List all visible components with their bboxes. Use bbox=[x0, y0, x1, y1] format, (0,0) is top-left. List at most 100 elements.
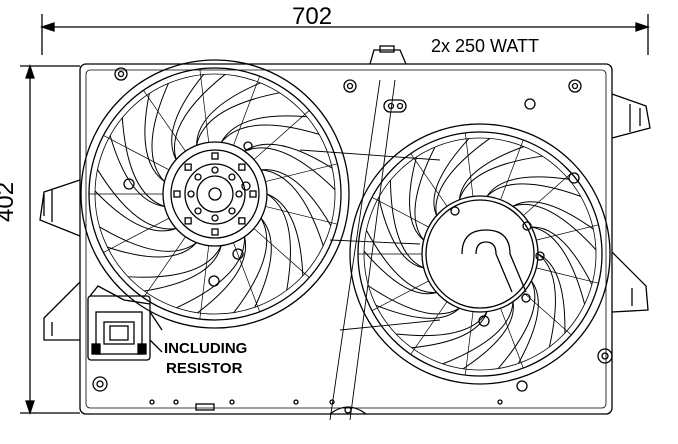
fan-blade-edge bbox=[174, 74, 226, 160]
fan-blade-edge bbox=[365, 230, 437, 293]
fan-blade bbox=[517, 280, 539, 364]
fan-blade-edge bbox=[531, 226, 586, 305]
fan-blade-edge bbox=[395, 311, 488, 337]
fan-strut bbox=[371, 280, 429, 312]
fan-blade-edge bbox=[261, 169, 324, 246]
fan-blade-edge bbox=[220, 124, 320, 143]
hub-tab bbox=[249, 190, 257, 198]
fan-strut bbox=[464, 132, 474, 197]
fan-strut bbox=[523, 292, 572, 336]
right-fan-blades bbox=[358, 132, 599, 376]
height-dimension-label: 402 bbox=[0, 181, 19, 222]
fan-blade bbox=[512, 201, 594, 230]
hub-hole bbox=[228, 173, 236, 181]
fan-blade bbox=[375, 304, 460, 319]
fan-blade-edge bbox=[458, 155, 543, 200]
fan-strut bbox=[371, 196, 429, 228]
hub-hole bbox=[228, 207, 236, 215]
fan-blade-edge bbox=[151, 83, 169, 182]
left-fan bbox=[80, 59, 350, 329]
resistor-label-line2: RESISTOR bbox=[166, 360, 243, 377]
fan-blade-edge bbox=[497, 280, 536, 369]
fan-blade-edge bbox=[266, 193, 291, 291]
hub-hole bbox=[187, 190, 195, 198]
fan-strut bbox=[103, 135, 170, 171]
fan-blade bbox=[244, 143, 333, 169]
fan-blade bbox=[486, 176, 569, 197]
right-fan bbox=[349, 123, 611, 385]
hub-tab bbox=[173, 190, 181, 198]
fan-blade-edge bbox=[442, 301, 514, 365]
fan-blade-edge bbox=[368, 285, 460, 315]
hub-tab bbox=[211, 152, 219, 160]
fan-blade bbox=[378, 197, 424, 269]
left-fan-blades bbox=[89, 68, 338, 320]
fan-blade bbox=[109, 135, 165, 207]
fan-strut bbox=[199, 245, 210, 320]
fan-blade-edge bbox=[512, 203, 597, 251]
fan-strut bbox=[233, 242, 261, 312]
fan-blade bbox=[254, 217, 272, 308]
resistor-connector bbox=[87, 285, 163, 361]
fan-blade-edge bbox=[196, 92, 280, 146]
hub-tab bbox=[238, 217, 246, 225]
hub-tab bbox=[211, 228, 219, 236]
fan-strut bbox=[233, 76, 261, 146]
fan-blade-edge bbox=[176, 236, 246, 309]
fan-strut bbox=[103, 217, 170, 253]
fan-blade-edge bbox=[121, 117, 165, 207]
fan-blade-edge bbox=[435, 138, 491, 216]
fan-blade bbox=[458, 146, 525, 200]
fan-blade-edge bbox=[244, 147, 336, 190]
fan-strut bbox=[410, 301, 448, 355]
fan-strut bbox=[253, 110, 310, 160]
hub-tab bbox=[184, 163, 192, 171]
fan-blade-edge bbox=[486, 183, 581, 197]
fan-blade bbox=[531, 226, 593, 285]
fan-blade bbox=[144, 245, 222, 292]
hub-hole bbox=[235, 190, 243, 198]
resistor-label-line1: INCLUDING bbox=[164, 340, 248, 357]
width-dimension-label: 702 bbox=[292, 3, 333, 30]
hub-hole bbox=[194, 173, 202, 181]
fan-blade bbox=[462, 301, 514, 370]
hub-tab bbox=[184, 217, 192, 225]
fan-blade bbox=[107, 242, 197, 258]
fan-strut bbox=[143, 90, 186, 152]
hub-tab bbox=[238, 163, 246, 171]
fan-strut bbox=[523, 172, 572, 216]
fan-blade bbox=[409, 156, 424, 241]
fan-blade bbox=[266, 193, 304, 276]
fan-blade bbox=[433, 138, 470, 216]
fan-blade bbox=[196, 82, 261, 146]
fan-blade-edge bbox=[233, 217, 268, 313]
fan-blade bbox=[411, 311, 488, 349]
left-fan-hub-holes bbox=[173, 152, 257, 236]
fan-strut bbox=[199, 68, 210, 143]
fan-blade bbox=[260, 169, 332, 226]
fan-strut bbox=[265, 206, 338, 225]
hub-hole bbox=[211, 166, 219, 174]
fan-strut bbox=[500, 139, 524, 200]
fan-strut bbox=[265, 163, 338, 182]
fan-strut bbox=[500, 308, 524, 369]
hub-hole bbox=[211, 214, 219, 222]
fan-blade bbox=[363, 250, 437, 295]
fan-blade-edge bbox=[97, 169, 177, 230]
fan-blade-edge bbox=[128, 245, 222, 278]
fan-strut bbox=[536, 267, 599, 284]
fan-blade bbox=[94, 190, 177, 232]
fan-strut bbox=[143, 236, 186, 298]
fan-blade-edge bbox=[414, 146, 436, 241]
fan-strut bbox=[410, 153, 448, 207]
fan-blade-edge bbox=[389, 180, 424, 269]
hub-hole bbox=[194, 207, 202, 215]
width-dimension-line bbox=[39, 14, 651, 55]
power-rating-label: 2x 250 WATT bbox=[431, 36, 540, 56]
fan-blade bbox=[197, 236, 247, 314]
fan-blade bbox=[144, 93, 165, 182]
fan-blade bbox=[171, 74, 204, 160]
shroud-frame bbox=[39, 45, 651, 421]
fan-strut bbox=[536, 224, 599, 241]
